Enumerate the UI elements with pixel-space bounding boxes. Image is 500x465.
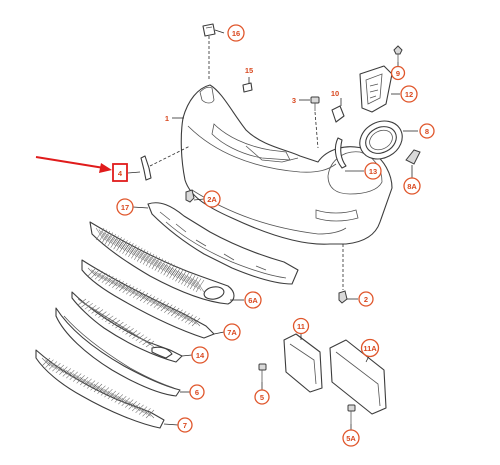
callout-16: 16 (227, 24, 245, 42)
cap-8a[interactable] (405, 149, 421, 165)
screw-3[interactable] (310, 96, 320, 111)
leader-lines (127, 29, 418, 430)
clip-10[interactable] (331, 105, 345, 123)
callout-label-2A: 2A (207, 195, 217, 204)
callout-5: 5 (254, 389, 270, 405)
clip-2[interactable] (338, 290, 348, 304)
screw-5a[interactable] (347, 404, 356, 424)
callout-label-15: 15 (245, 66, 253, 75)
clip-2a[interactable] (185, 189, 195, 203)
clip-16[interactable] (202, 23, 216, 37)
bumper-cover[interactable] (180, 84, 393, 245)
callout-label-2: 2 (364, 295, 368, 304)
callout-label-17: 17 (121, 203, 129, 212)
callout-11A: 11A (360, 338, 380, 358)
callout-label-9: 9 (396, 69, 400, 78)
callout-4: 4 (118, 169, 123, 178)
strip-6[interactable] (55, 307, 181, 397)
callout-7A: 7A (223, 323, 241, 341)
strip-7[interactable] (35, 349, 165, 429)
callout-6A: 6A (244, 291, 262, 309)
callout-label-4: 4 (118, 169, 123, 178)
screw-5[interactable] (258, 363, 267, 382)
absorber-17[interactable] (147, 202, 299, 285)
callout-label-7: 7 (183, 421, 187, 430)
callout-2A: 2A (203, 190, 221, 208)
trim-14[interactable] (71, 291, 183, 363)
callout-label-8: 8 (425, 127, 429, 136)
fog-lamp-bracket[interactable] (359, 65, 393, 113)
callout-label-5: 5 (260, 393, 264, 402)
callout-1: 1 (165, 114, 169, 123)
trim-7a[interactable] (81, 259, 215, 339)
callout-label-10: 10 (331, 89, 339, 98)
callout-label-8A: 8A (407, 182, 417, 191)
callout-13: 13 (364, 162, 382, 180)
grille-6a[interactable] (89, 221, 235, 305)
red-pointer-arrow (35, 156, 112, 173)
callout-label-3: 3 (292, 96, 296, 105)
callout-8: 8 (419, 123, 435, 139)
callout-8A: 8A (403, 177, 421, 195)
callout-3: 3 (292, 96, 296, 105)
callout-label-7A: 7A (227, 328, 237, 337)
callout-17: 17 (116, 198, 134, 216)
callout-7: 7 (177, 417, 193, 433)
callout-11: 11 (292, 317, 310, 335)
callout-5A: 5A (342, 429, 360, 447)
callout-2: 2 (358, 291, 374, 307)
pad-15[interactable] (242, 82, 253, 93)
callout-label-16: 16 (232, 29, 240, 38)
callout-label-14: 14 (196, 351, 205, 360)
callout-label-12: 12 (405, 90, 413, 99)
callout-12: 12 (400, 85, 418, 103)
callout-label-6A: 6A (248, 296, 258, 305)
callout-label-11: 11 (297, 322, 305, 331)
callout-label-11A: 11A (363, 344, 377, 353)
callout-10: 10 (331, 89, 339, 98)
callout-label-5A: 5A (346, 434, 356, 443)
callout-label-1: 1 (165, 114, 169, 123)
fog-lamp-ring[interactable] (353, 114, 409, 166)
seal-strip[interactable] (334, 137, 347, 169)
callout-14: 14 (191, 346, 209, 364)
bracket-4[interactable] (140, 155, 152, 181)
screw-9[interactable] (393, 45, 403, 62)
callout-label-6: 6 (195, 388, 199, 397)
highlight-box-part-4 (112, 163, 128, 182)
callout-15: 15 (245, 66, 253, 75)
mount-11a[interactable] (329, 339, 387, 415)
callout-6: 6 (189, 384, 205, 400)
bracket-11[interactable] (283, 333, 323, 393)
callout-label-13: 13 (369, 167, 377, 176)
callout-9: 9 (390, 65, 406, 81)
